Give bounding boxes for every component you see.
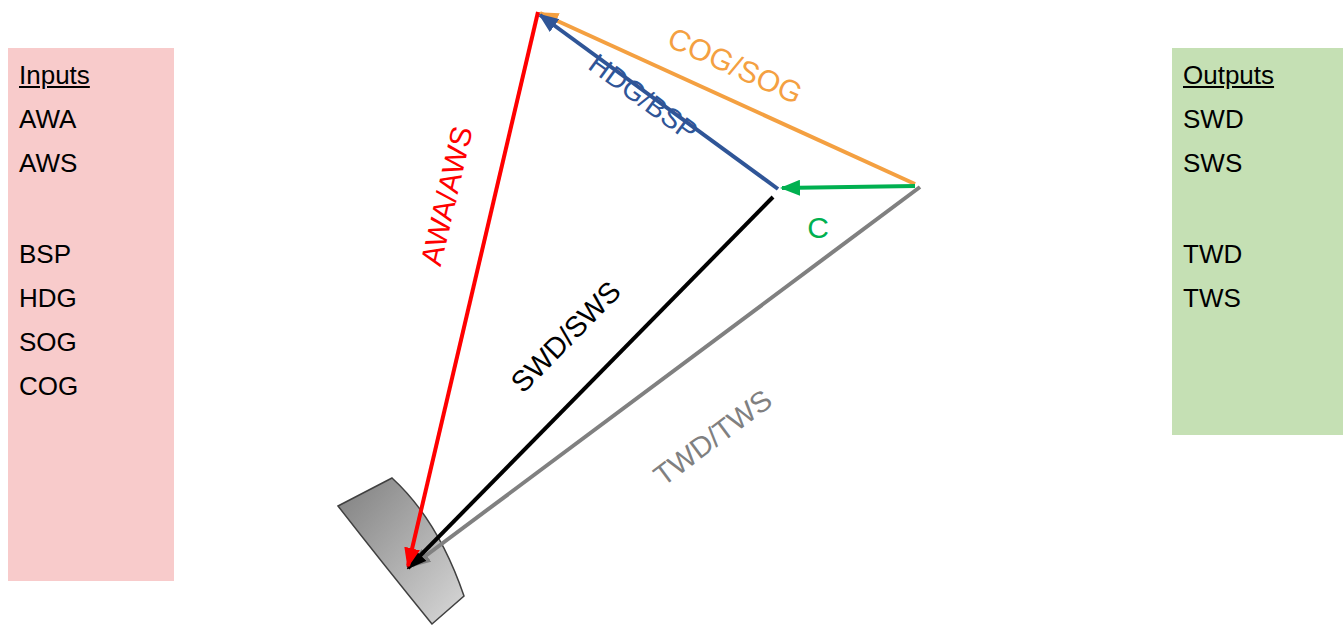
hdg-bsp-vector <box>540 15 778 189</box>
variable-name: TWD <box>1183 232 1331 276</box>
boat-shape <box>338 478 464 624</box>
twd-tws-vector <box>412 187 920 566</box>
vector-label: C <box>807 213 829 243</box>
variable-name: AWA <box>19 97 162 141</box>
variable-name: HDG <box>19 276 162 320</box>
outputs-panel: OutputsSWDSWS TWDTWS <box>1172 48 1343 435</box>
variable-name: BSP <box>19 232 162 276</box>
variable-name: SOG <box>19 320 162 364</box>
vector-label: TWD/TWS <box>649 385 777 491</box>
vector-label: HDG/BSP <box>584 49 702 146</box>
swd-sws-vector <box>408 197 773 568</box>
variable-name: AWS <box>19 141 162 185</box>
panel-heading: Outputs <box>1183 53 1331 97</box>
variable-name: TWS <box>1183 276 1331 320</box>
inputs-panel: InputsAWAAWS BSPHDGSOGCOG <box>8 48 174 581</box>
vector-label: AWA/AWS <box>416 124 478 269</box>
panel-heading: Inputs <box>19 53 162 97</box>
awa-aws-vector <box>408 12 538 566</box>
cog-sog-vector <box>540 13 915 184</box>
variable-name: COG <box>19 364 162 408</box>
current-vector <box>782 186 915 188</box>
vector-label: COG/SOG <box>664 23 807 110</box>
variable-name: SWD <box>1183 97 1331 141</box>
variable-name: SWS <box>1183 141 1331 185</box>
vector-label: SWD/SWS <box>506 276 626 397</box>
